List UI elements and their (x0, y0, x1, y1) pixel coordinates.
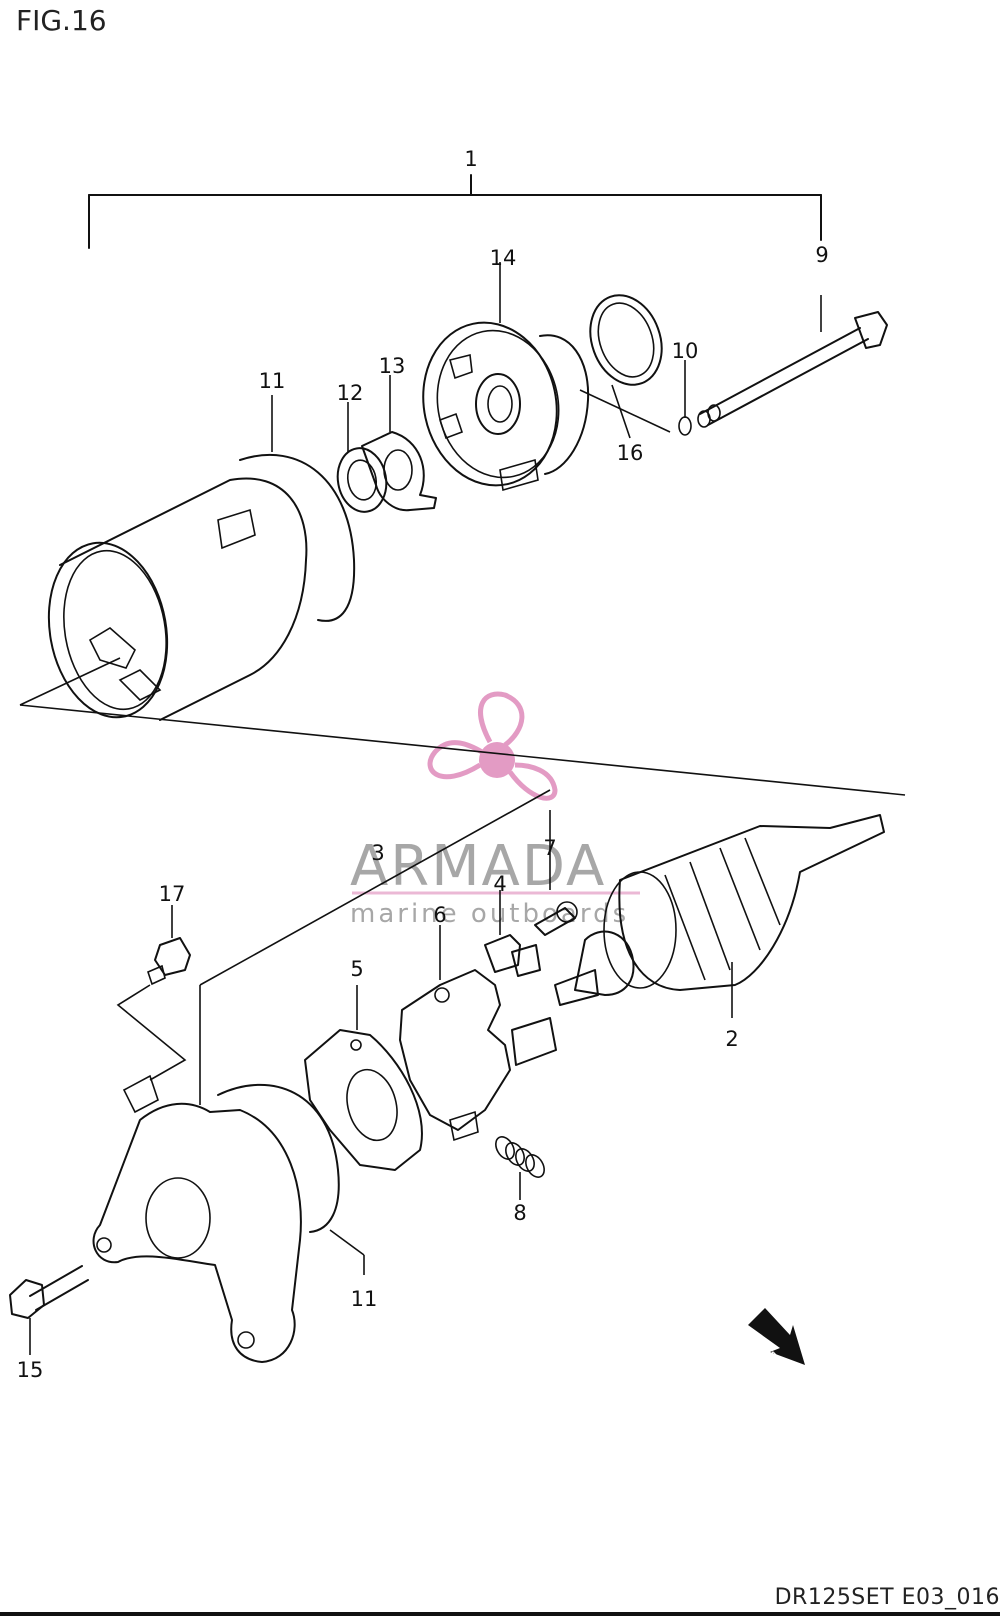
callout-4: 4 (493, 872, 506, 896)
callout-7: 7 (543, 836, 556, 860)
propeller-logo-icon (427, 691, 558, 801)
callout-5: 5 (350, 957, 363, 981)
watermark-brand: ARMADA (350, 834, 606, 899)
terminal-bolt (534, 810, 578, 936)
washer-13 (361, 375, 437, 512)
armature (554, 814, 885, 1018)
assembly-bracket (88, 174, 822, 249)
callout-11-bracket: 11 (351, 1287, 378, 1311)
callout-3: 3 (371, 841, 384, 865)
watermark-tagline: marine outboards (350, 899, 629, 929)
callout-13: 13 (379, 354, 406, 378)
callout-1: 1 (464, 147, 477, 171)
drawing-id: DR125SET E03_016 (774, 1585, 1000, 1610)
callout-8: 8 (513, 1201, 526, 1225)
washer (678, 416, 692, 436)
brush-holder (399, 925, 557, 1142)
yoke-housing (19, 395, 356, 721)
washer-12 (336, 402, 388, 513)
callout-14: 14 (490, 246, 517, 270)
o-ring (579, 294, 671, 439)
screw (116, 905, 191, 1081)
brush-plate (304, 985, 423, 1171)
rear-bracket (92, 1074, 365, 1363)
callout-10: 10 (672, 339, 699, 363)
through-bolt (678, 295, 888, 436)
callout-6: 6 (433, 903, 446, 927)
callout-12: 12 (337, 381, 364, 405)
front-housing (422, 262, 590, 492)
callout-15: 15 (17, 1358, 44, 1382)
brush-spring (495, 1136, 545, 1200)
mounting-bolt (9, 1265, 89, 1355)
callout-16: 16 (617, 441, 644, 465)
armada-watermark: ARMADA marine outboards (350, 691, 640, 929)
brush (484, 890, 541, 977)
callout-17: 17 (159, 882, 186, 906)
figure-title: FIG.16 (16, 4, 107, 37)
bottom-rule (0, 1612, 1000, 1616)
callout-9: 9 (815, 243, 828, 267)
callout-2: 2 (725, 1027, 738, 1051)
fwd-arrow-icon: FWD (748, 1308, 805, 1365)
callout-11-yoke: 11 (259, 369, 286, 393)
